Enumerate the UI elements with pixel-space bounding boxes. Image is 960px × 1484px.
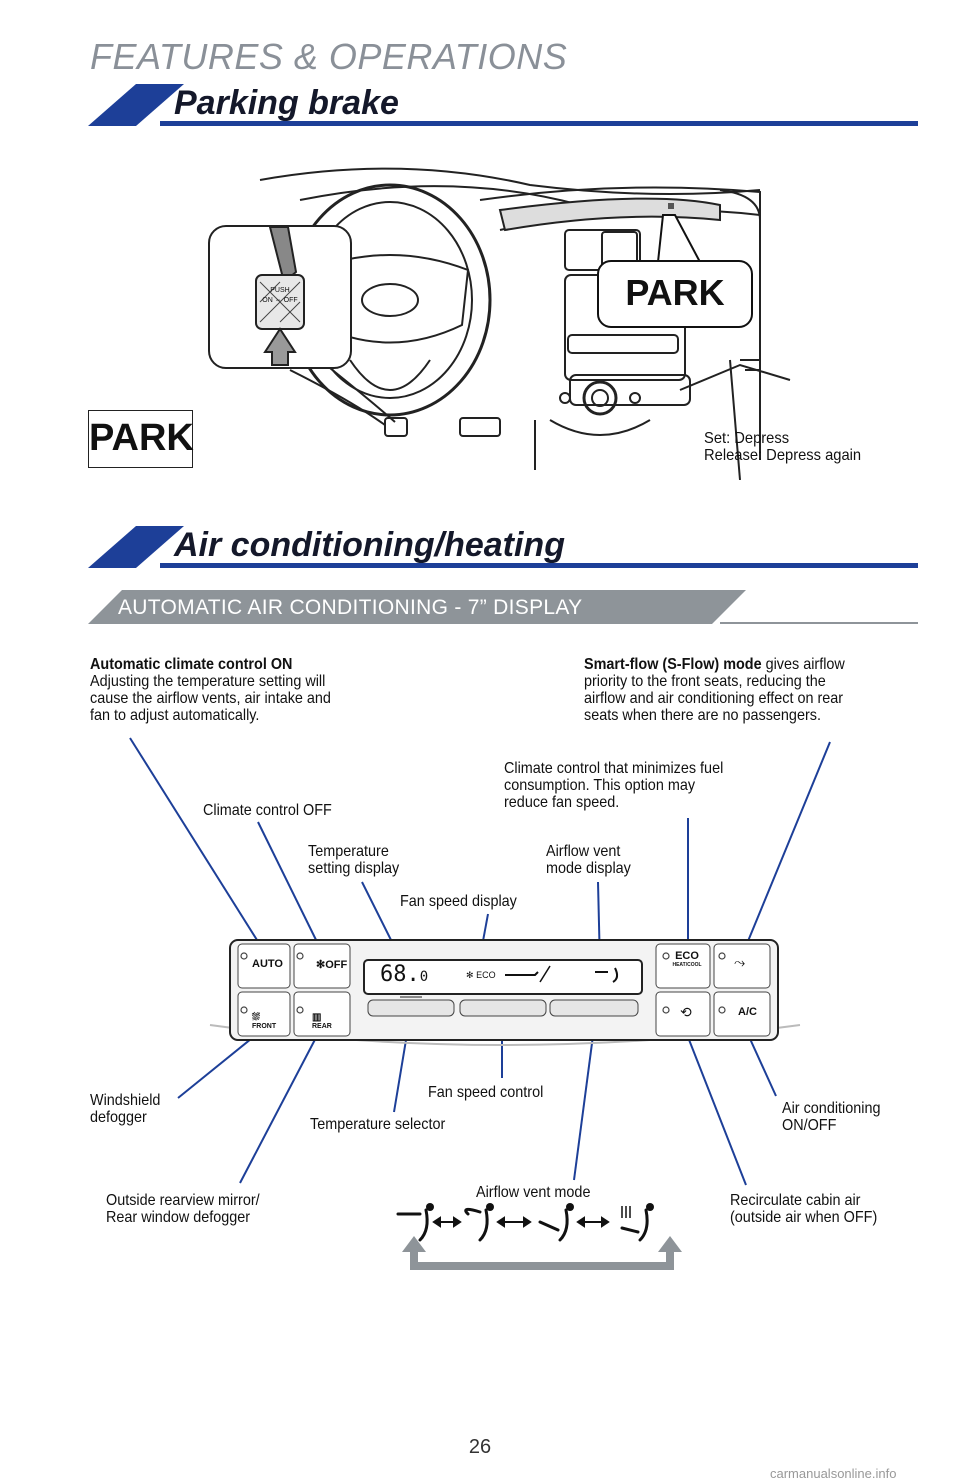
air-conditioning-heading: Air conditioning/heating <box>88 526 918 568</box>
s-flow-line: seats when there are no passengers. <box>584 707 821 724</box>
pedal-text-bottom: ON ⇔ OFF <box>262 297 298 304</box>
rear-label: REAR <box>312 1023 332 1030</box>
subtitle-banner: AUTOMATIC AIR CONDITIONING - 7” DISPLAY <box>88 590 746 624</box>
auto-on-line: fan to adjust automatically. <box>90 707 260 724</box>
callout-fan-display: Fan speed display <box>400 893 517 910</box>
eco-line: reduce fan speed. <box>504 794 620 811</box>
temperature-display: 68.0 <box>380 962 428 987</box>
callout-line: setting display <box>308 860 400 877</box>
fan-speed-display: ✻ ECO <box>466 970 496 981</box>
s-flow-line: airflow and air conditioning effect on r… <box>584 690 844 707</box>
defrost-icon: ⛆ <box>252 1012 260 1023</box>
s-flow-heading: Smart-flow (S-Flow) mode <box>584 656 762 673</box>
s-flow-line: priority to the front seats, reducing th… <box>584 673 826 690</box>
eco-line: Climate control that minimizes fuel <box>504 760 724 777</box>
off-label: OFF <box>325 959 348 971</box>
callout-line: Temperature <box>308 843 389 860</box>
front-defogger-button[interactable]: ⛆FRONT <box>252 1012 276 1030</box>
climate-control-panel <box>209 939 801 1046</box>
temp-decimal: 0 <box>419 969 429 985</box>
brake-instructions: Set: Depress Release: Depress again <box>704 430 861 464</box>
callout-line: Airflow vent <box>546 843 621 860</box>
pedal-inset: PUSH ON ⇔ OFF <box>208 225 352 369</box>
front-label: FRONT <box>252 1023 277 1030</box>
eco-button-label: ECO <box>675 950 699 962</box>
eco-button-sub: HEAT/COOL <box>672 962 702 968</box>
instruction-release: Release: Depress again <box>704 447 862 464</box>
subtitle-text: AUTOMATIC AIR CONDITIONING - 7” DISPLAY <box>118 596 583 619</box>
callout-mirror-rear: Outside rearview mirror/ Rear window def… <box>106 1192 260 1226</box>
callout-line: Air conditioning <box>782 1100 881 1117</box>
rear-defogger-button[interactable]: ▥REAR <box>312 1012 332 1030</box>
auto-on-heading: Automatic climate control ON <box>90 656 293 673</box>
parking-brake-title: Parking brake <box>174 84 399 122</box>
pedal-illustration <box>255 227 305 366</box>
fan-icon: ✻ <box>466 970 474 980</box>
s-flow-first-line: gives airflow <box>761 656 845 673</box>
watermark: carmanualsonline.info <box>770 1466 897 1481</box>
callout-line: Rear window defogger <box>106 1209 251 1226</box>
park-indicator-text: PARK <box>89 417 194 459</box>
heading-rule <box>160 563 918 568</box>
fan-icon: ✻ <box>316 959 326 971</box>
callout-recirc: Recirculate cabin air (outside air when … <box>730 1192 877 1226</box>
air-conditioning-title: Air conditioning/heating <box>174 526 565 564</box>
callout-line: mode display <box>546 860 631 877</box>
page-number: 26 <box>468 1436 492 1458</box>
ac-button[interactable]: A/C <box>738 1006 757 1018</box>
recirculate-button[interactable]: ⟲ <box>680 1004 692 1021</box>
s-flow-button[interactable]: ⤳ <box>734 954 745 971</box>
callout-temp-display: Temperature setting display <box>308 843 399 877</box>
park-display-bubble: PARK <box>597 260 753 328</box>
temp-value: 68. <box>380 962 420 987</box>
airflow-mode-sequence <box>396 1203 682 1270</box>
heading-rule <box>160 121 918 126</box>
s-flow-icon: ⤳ <box>734 954 746 970</box>
callout-line: Windshield <box>90 1092 161 1109</box>
pedal-text-top: PUSH <box>270 287 290 294</box>
auto-on-description: Automatic climate control ON Adjusting t… <box>90 656 331 724</box>
callout-line: ON/OFF <box>782 1117 837 1134</box>
auto-on-line: Adjusting the temperature setting will <box>90 673 326 690</box>
callout-ac-onoff: Air conditioning ON/OFF <box>782 1100 880 1134</box>
callout-climate-off: Climate control OFF <box>203 802 332 819</box>
rear-defrost-icon: ▥ <box>312 1012 322 1023</box>
callout-temp-selector: Temperature selector <box>310 1116 446 1133</box>
eco-line: consumption. This option may <box>504 777 696 794</box>
callout-windshield: Windshield defogger <box>90 1092 160 1126</box>
park-display-text: PARK <box>625 272 725 313</box>
callout-line: Recirculate cabin air <box>730 1192 861 1209</box>
recirculate-icon: ⟲ <box>680 1004 692 1020</box>
auto-on-line: cause the airflow vents, air intake and <box>90 690 331 707</box>
callout-airflow-mode: Airflow vent mode <box>476 1184 591 1201</box>
callout-fan-control: Fan speed control <box>428 1084 544 1101</box>
eco-indicator: ECO <box>476 970 496 980</box>
auto-button[interactable]: AUTO <box>252 958 283 970</box>
instruction-set: Set: Depress <box>704 430 790 447</box>
subtitle-rule <box>720 622 918 624</box>
callout-airflow-display: Airflow vent mode display <box>546 843 631 877</box>
callout-line: defogger <box>90 1109 147 1126</box>
park-indicator: PARK <box>88 410 194 468</box>
s-flow-description: Smart-flow (S-Flow) mode gives airflow p… <box>584 656 845 724</box>
parking-brake-heading: Parking brake <box>88 84 918 126</box>
eco-description: Climate control that minimizes fuel cons… <box>504 760 723 811</box>
climate-off-button[interactable]: ✻OFF <box>316 958 347 971</box>
callout-line: (outside air when OFF) <box>730 1209 878 1226</box>
section-header: FEATURES & OPERATIONS <box>90 36 568 77</box>
callout-line: Outside rearview mirror/ <box>106 1192 260 1209</box>
